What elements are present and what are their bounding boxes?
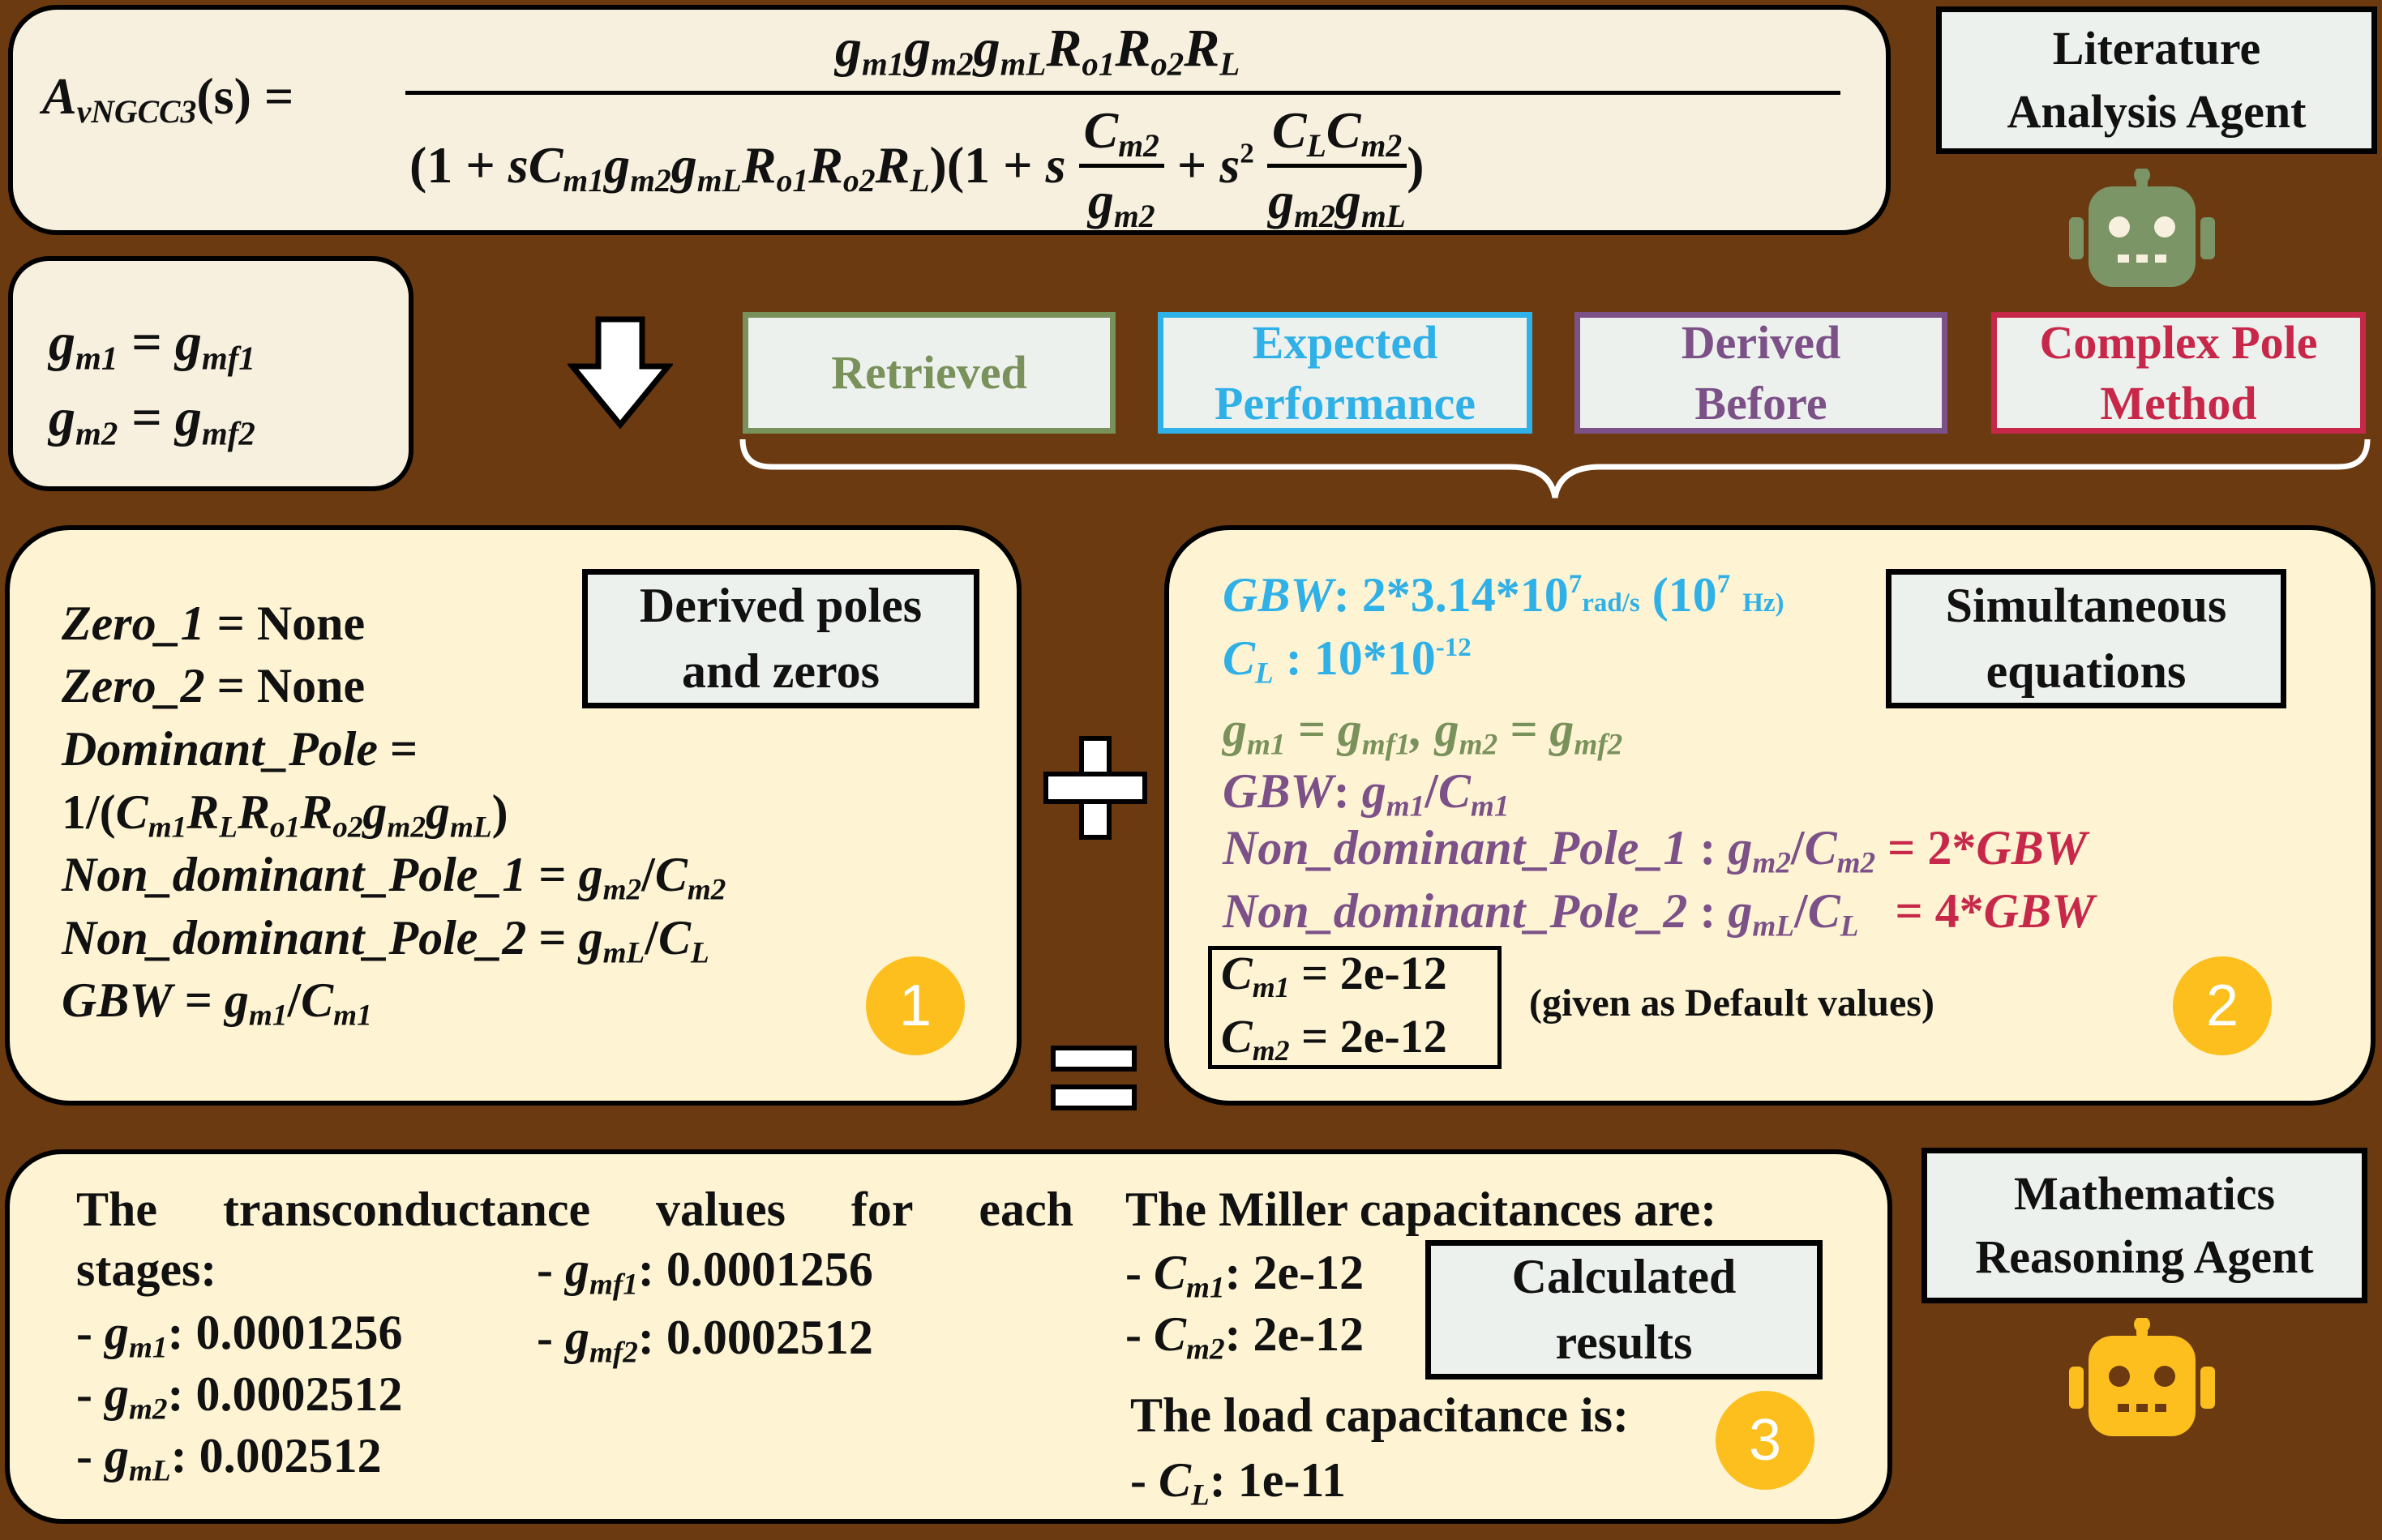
curly-brace bbox=[739, 438, 2371, 498]
robot-icon bbox=[2069, 169, 2215, 287]
transfer-function-box bbox=[8, 5, 1891, 235]
substitution-gm2: gm2 = gmf2 bbox=[49, 388, 255, 452]
results-cl: - CL: 1e-11 bbox=[1130, 1453, 1347, 1512]
badge-2: 2 bbox=[2173, 956, 2272, 1055]
results-gm2: - gm2: 0.0002512 bbox=[76, 1367, 403, 1427]
results-gml: - gmL: 0.002512 bbox=[76, 1429, 382, 1488]
results-load-title: The load capacitance is: bbox=[1130, 1388, 1629, 1442]
plus-operator bbox=[1043, 736, 1147, 840]
robot-icon bbox=[2069, 1318, 2215, 1436]
substitution-box bbox=[8, 256, 413, 491]
transfer-function-fraction-bar bbox=[405, 91, 1840, 95]
simul-pole-2: Non_dominant_Pole_2 : gmL/CL = 4*GBW bbox=[1223, 884, 2095, 943]
transfer-function-numerator: gm1gm2gmLRo1Ro2RL bbox=[835, 19, 1240, 83]
results-miller-title: The Miller capacitances are: bbox=[1125, 1183, 1717, 1236]
derived-non-dominant-pole-2: Non_dominant_Pole_2 = gmL/CL bbox=[62, 911, 709, 970]
derived-gbw: GBW = gm1/Cm1 bbox=[62, 973, 372, 1033]
badge-1: 1 bbox=[866, 956, 965, 1055]
simul-pole-1: Non_dominant_Pole_1 : gm2/Cm2 = 2*GBW bbox=[1223, 821, 2088, 880]
equals-operator bbox=[1051, 1046, 1137, 1110]
derived-zero-1: Zero_1 = None bbox=[62, 597, 366, 650]
results-gm1: - gm1: 0.0001256 bbox=[76, 1306, 403, 1365]
substitution-gm1: gm1 = gmf1 bbox=[49, 313, 255, 377]
simul-cl: CL : 10*10-12 bbox=[1223, 631, 1472, 691]
transfer-function-lhs: AvNGCC3(s) = bbox=[42, 67, 294, 130]
results-cm1: - Cm1: 2e-12 bbox=[1125, 1246, 1365, 1305]
category-complex-pole-method: Complex Pole Method bbox=[1991, 312, 2366, 434]
arrow-down-icon bbox=[568, 316, 673, 430]
simul-retrieved: gm1 = gmf1, gm2 = gmf2 bbox=[1223, 703, 1623, 762]
default-values-note: (given as Default values) bbox=[1529, 982, 1934, 1025]
simul-gbw: GBW: 2*3.14*107rad/s (107 Hz) bbox=[1223, 568, 1784, 622]
results-gmf2: - gmf2: 0.0002512 bbox=[537, 1311, 873, 1370]
simul-cm2: Cm2 = 2e-12 bbox=[1221, 1010, 1447, 1067]
derived-non-dominant-pole-1: Non_dominant_Pole_1 = gm2/Cm2 bbox=[62, 848, 726, 907]
literature-agent-label: Literature Analysis Agent bbox=[1936, 6, 2377, 154]
results-intro: The transconductance values for each bbox=[76, 1183, 1073, 1236]
derived-dominant-pole: Dominant_Pole = bbox=[62, 722, 418, 776]
simultaneous-equations-label: Simultaneous equations bbox=[1886, 569, 2286, 708]
derived-dominant-pole-expr: 1/(Cm1RLRo1Ro2gm2gmL) bbox=[62, 785, 508, 845]
results-intro-line2: stages: bbox=[76, 1243, 217, 1296]
category-expected-performance: Expected Performance bbox=[1158, 312, 1532, 434]
simul-derived-gbw: GBW: gm1/Cm1 bbox=[1223, 764, 1510, 823]
default-values-frame bbox=[1208, 946, 1502, 1069]
derived-poles-label: Derived poles and zeros bbox=[582, 569, 979, 708]
calculated-results-label: Calculated results bbox=[1425, 1240, 1823, 1380]
mathematics-agent-label: Mathematics Reasoning Agent bbox=[1921, 1148, 2367, 1303]
badge-3: 3 bbox=[1716, 1391, 1814, 1490]
results-cm2: - Cm2: 2e-12 bbox=[1125, 1307, 1365, 1367]
simul-cm1: Cm1 = 2e-12 bbox=[1221, 947, 1447, 1004]
category-retrieved: Retrieved bbox=[743, 312, 1116, 434]
category-derived-before: Derived Before bbox=[1574, 312, 1947, 434]
results-gmf1: - gmf1: 0.0001256 bbox=[537, 1243, 873, 1302]
derived-zero-2: Zero_2 = None bbox=[62, 659, 366, 712]
